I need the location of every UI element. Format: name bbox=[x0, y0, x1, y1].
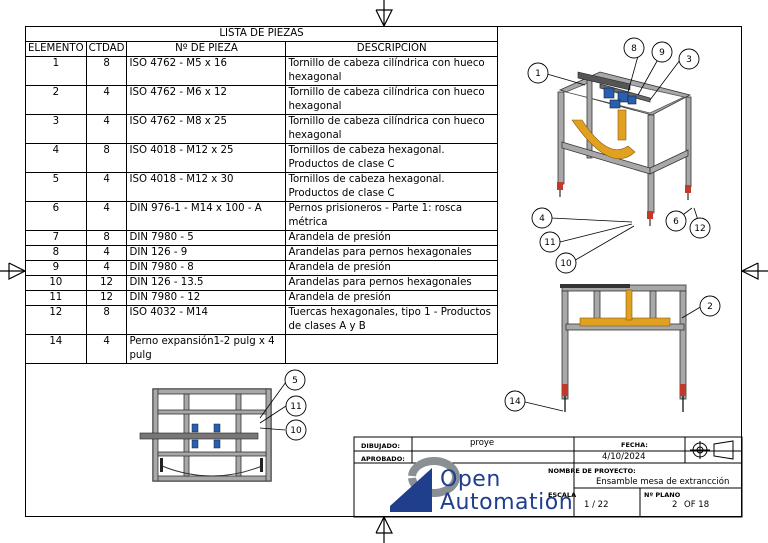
date-value: 4/10/2024 bbox=[602, 452, 646, 462]
plan-value: 2 bbox=[672, 500, 678, 510]
drawn-label: DIBUJADO: bbox=[361, 442, 401, 450]
side-view bbox=[139, 388, 272, 482]
balloon-10-iso-label: 10 bbox=[560, 259, 572, 269]
balloon-8 bbox=[623, 37, 645, 59]
cell-part: ISO 4762 - M5 x 16 bbox=[126, 56, 287, 86]
balloon-10-iso bbox=[555, 252, 577, 274]
balloon-5 bbox=[284, 369, 306, 391]
scale-value: 1 / 22 bbox=[584, 500, 609, 510]
balloon-1-label: 1 bbox=[535, 69, 541, 79]
plan-label: Nº PLANO bbox=[644, 491, 681, 499]
cell-part: ISO 4762 - M8 x 25 bbox=[126, 114, 287, 144]
isometric-view bbox=[557, 71, 692, 226]
balloon-9-label: 9 bbox=[659, 48, 665, 58]
cell-qty: 4 bbox=[85, 114, 128, 144]
balloon-2-label: 2 bbox=[707, 302, 713, 312]
cell-qty: 4 bbox=[85, 172, 128, 202]
cell-item: 1 bbox=[25, 56, 87, 86]
cell-part: ISO 4762 - M6 x 12 bbox=[126, 85, 287, 115]
balloon-9 bbox=[651, 41, 673, 63]
balloon-5-label: 5 bbox=[292, 376, 298, 386]
cell-item: 12 bbox=[25, 305, 87, 335]
drawn-value: proye bbox=[470, 438, 495, 448]
cell-qty: 8 bbox=[85, 143, 128, 173]
balloon-1 bbox=[527, 62, 549, 84]
cell-desc: Tornillos de cabeza hexagonal. Productos… bbox=[285, 172, 498, 202]
cell-part: Perno expansión1-2 pulg x 4 pulg bbox=[126, 334, 287, 364]
cell-part: DIN 7980 - 5 bbox=[126, 230, 287, 246]
cell-qty: 8 bbox=[85, 305, 128, 335]
balloon-12 bbox=[689, 217, 711, 239]
balloon-11-iso bbox=[539, 231, 561, 253]
cell-qty: 4 bbox=[85, 334, 128, 364]
parts-list-table: LISTA DE PIEZAS ELEMENTO CTDAD Nº DE PIE… bbox=[25, 26, 498, 364]
cell-desc: Tornillo de cabeza cilíndrica con hueco … bbox=[285, 114, 498, 144]
balloon-3-label: 3 bbox=[686, 55, 692, 65]
balloon-14-label: 14 bbox=[509, 397, 521, 407]
logo-text-open: Open bbox=[440, 467, 501, 492]
cell-qty: 8 bbox=[85, 56, 128, 86]
balloon-11-side bbox=[285, 395, 307, 417]
balloon-10-side bbox=[285, 419, 307, 441]
projection-symbol-icon bbox=[690, 440, 734, 460]
cell-part: ISO 4018 - M12 x 25 bbox=[126, 143, 287, 173]
cell-desc: Pernos prisioneros - Parte 1: rosca métr… bbox=[285, 201, 498, 231]
open-automation-logo-icon bbox=[390, 457, 460, 512]
sheet-value: OF 18 bbox=[684, 500, 710, 510]
front-view bbox=[560, 284, 687, 412]
project-label: NOMBRE DE PROYECTO: bbox=[548, 467, 636, 475]
date-label: FECHA: bbox=[621, 441, 648, 449]
balloon-11-iso-label: 11 bbox=[544, 238, 555, 248]
scale-label: ESCALA bbox=[548, 491, 577, 499]
cell-part: DIN 976-1 - M14 x 100 - A bbox=[126, 201, 287, 231]
approved-label: APROBADO: bbox=[361, 455, 405, 463]
cell-item: 6 bbox=[25, 201, 87, 231]
balloon-11-side-label: 11 bbox=[290, 402, 301, 412]
logo-text-automation: Automation bbox=[440, 490, 574, 515]
cell-item: 14 bbox=[25, 334, 87, 364]
balloon-4-label: 4 bbox=[539, 214, 545, 224]
balloon-3 bbox=[678, 48, 700, 70]
cell-desc bbox=[285, 334, 498, 364]
project-value: Ensamble mesa de extrancción bbox=[596, 477, 730, 487]
title-block-grid bbox=[353, 436, 743, 518]
balloon-8-label: 8 bbox=[631, 44, 637, 54]
balloon-4 bbox=[531, 207, 553, 229]
balloon-6-label: 6 bbox=[673, 217, 679, 227]
balloon-12-label: 12 bbox=[694, 224, 705, 234]
balloon-2 bbox=[699, 295, 721, 317]
balloon-14 bbox=[504, 390, 526, 412]
balloon-10-side-label: 10 bbox=[290, 426, 302, 436]
balloon-6 bbox=[665, 210, 687, 232]
